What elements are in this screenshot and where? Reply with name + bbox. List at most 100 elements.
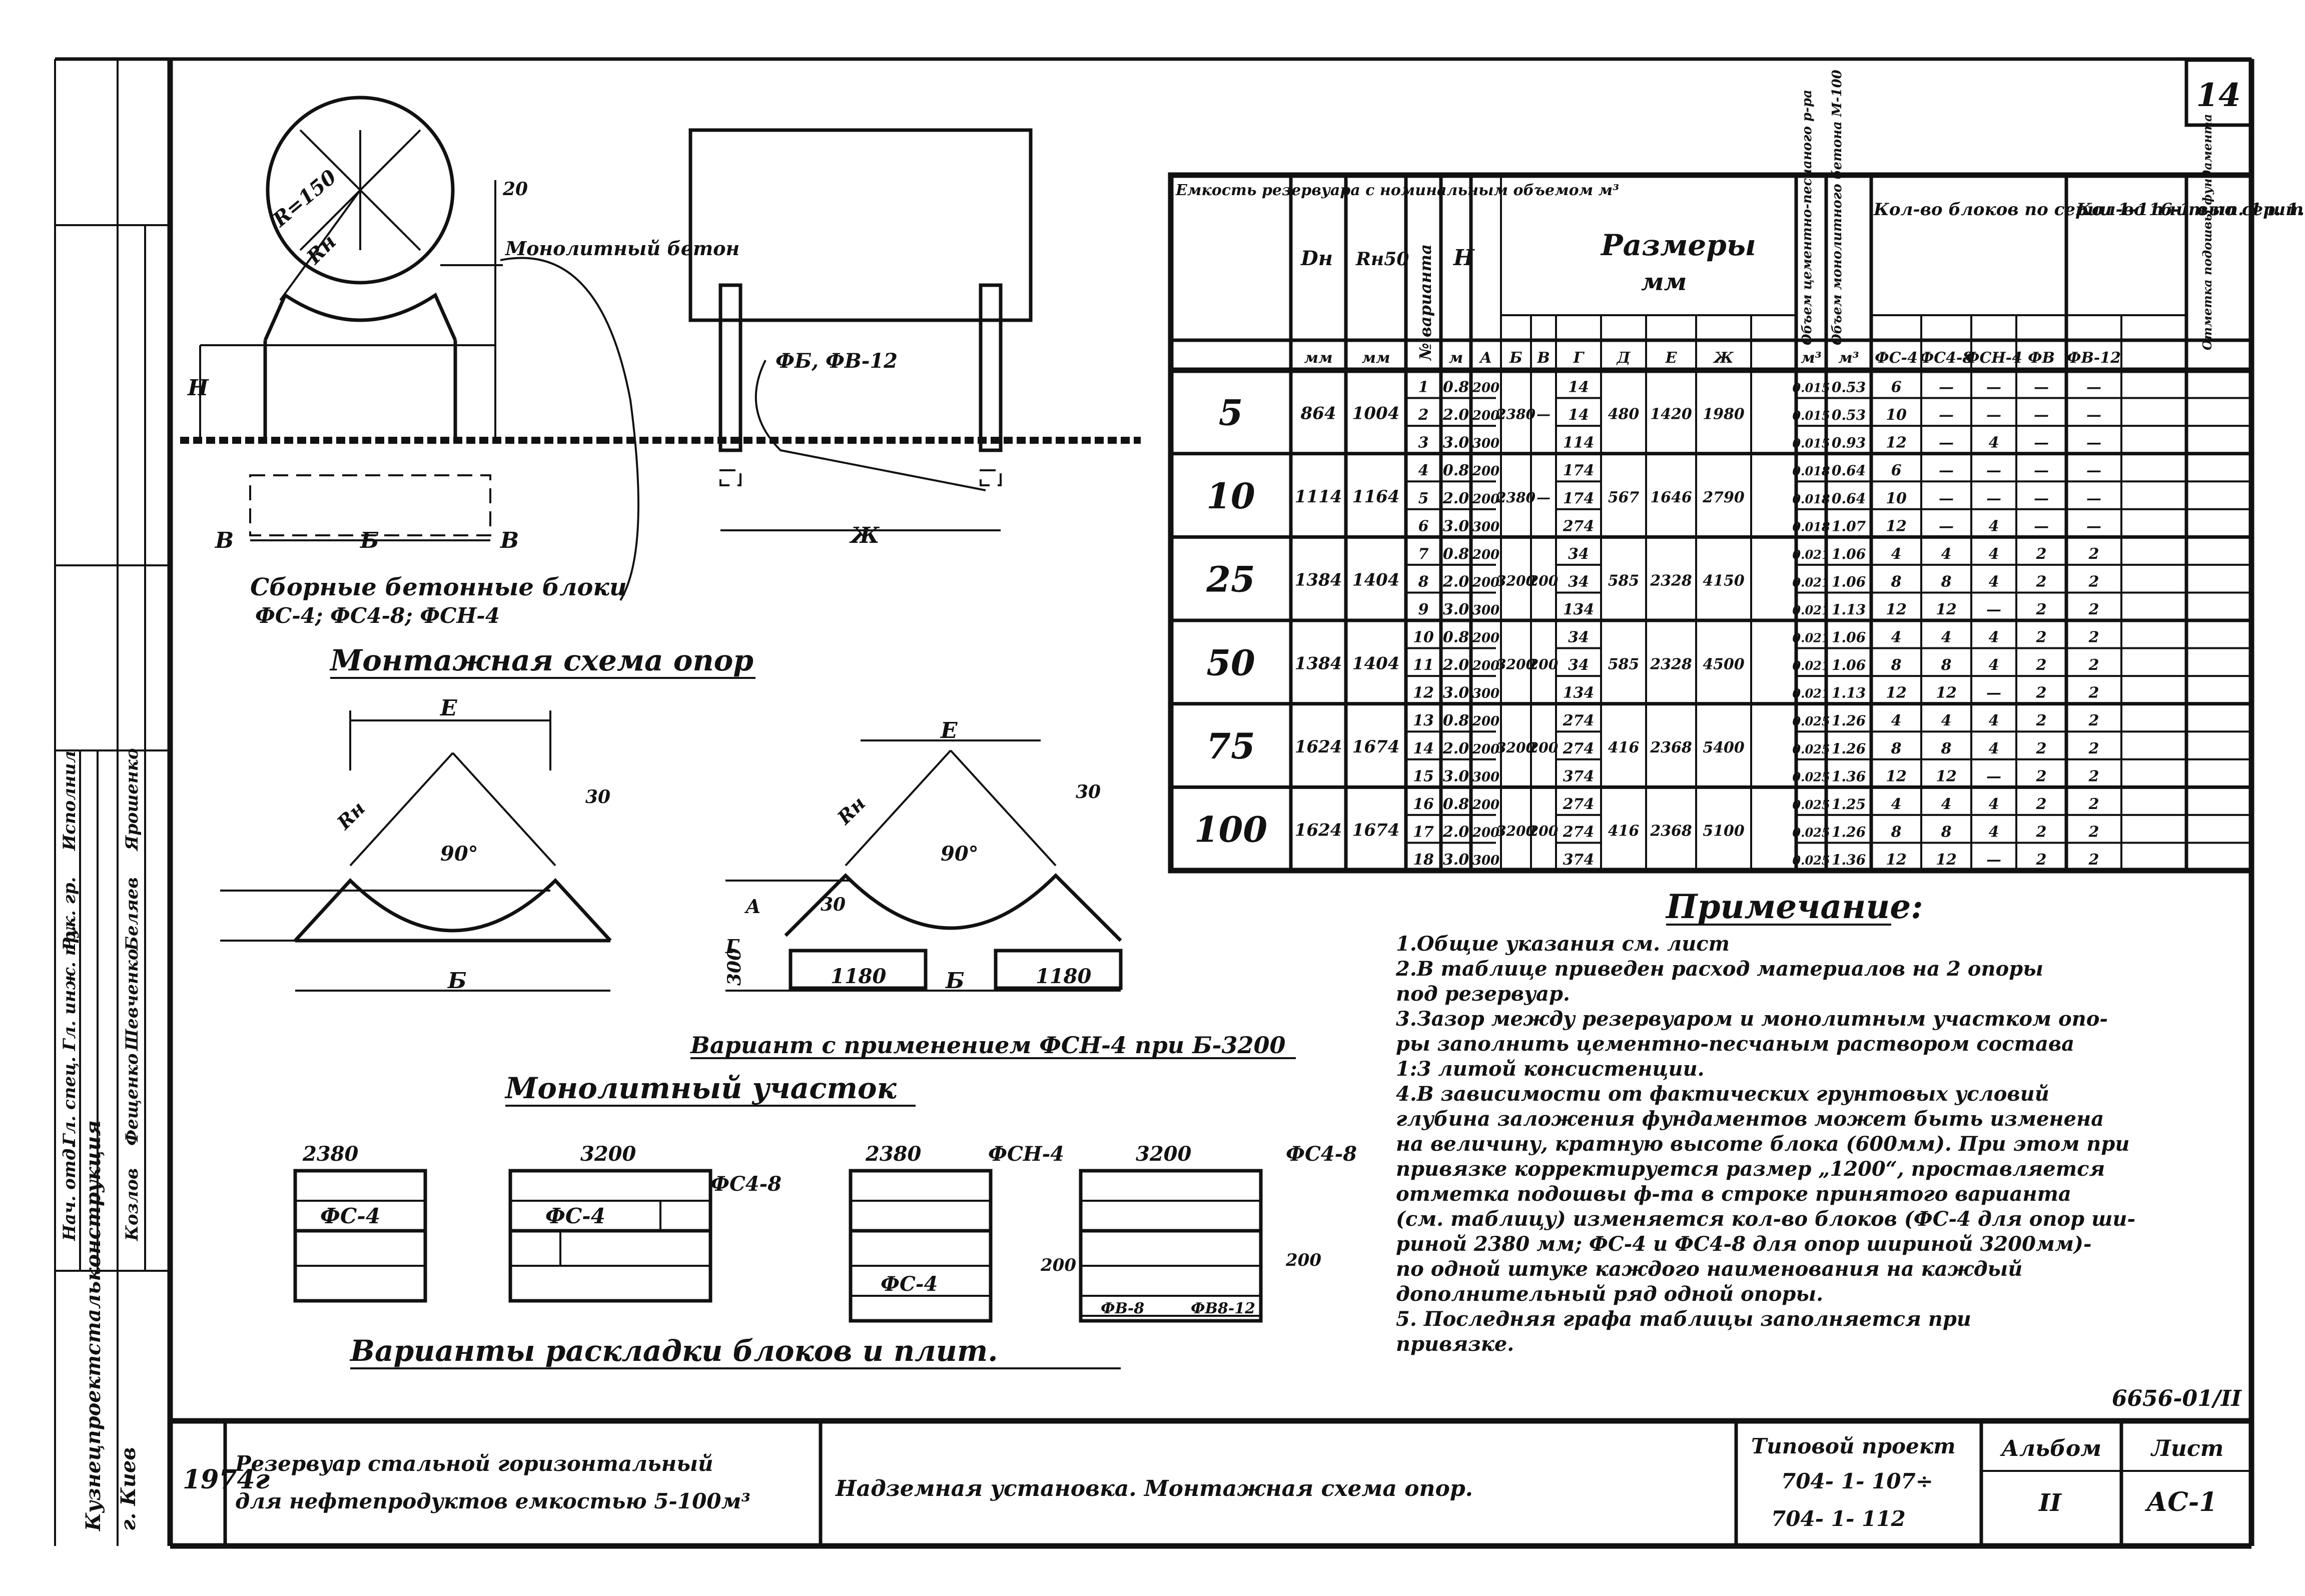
note-line: 1.Общие указания см. лист	[1396, 932, 1730, 956]
cell-fc48: 8	[1941, 656, 1952, 674]
cell-fc48: —	[1939, 379, 1954, 396]
cell-variant: 2	[1418, 406, 1429, 424]
cell-h: 3.0	[1443, 851, 1469, 869]
cell-fch4: 4	[1989, 656, 1999, 674]
label-monolith-top: Монолитный бетон	[504, 237, 739, 260]
cell-monolith: 1.13	[1832, 685, 1866, 701]
cell-fc4: 8	[1891, 656, 1902, 674]
cell-fch4: —	[1986, 490, 2001, 507]
cell-a: 200	[1472, 547, 1499, 562]
stamp-role-4: Рук. гр.	[60, 877, 80, 951]
th-variant: № варианта	[1416, 244, 1435, 361]
cell-fb12: —	[2086, 462, 2101, 479]
cell-fc48: 12	[1936, 851, 1957, 869]
cell-v: 200	[1528, 823, 1559, 840]
cell-fb: —	[2034, 379, 2049, 396]
cell-fch4: —	[1986, 851, 2001, 869]
label-300: 300	[724, 948, 745, 986]
label-b-left: В	[214, 528, 234, 553]
cell-fch4: 4	[1989, 434, 1999, 452]
cell-b: 3200	[1496, 739, 1535, 756]
cell-fb12: 2	[2088, 684, 2099, 702]
cell-fc48: —	[1939, 517, 1954, 535]
cell-fc48: —	[1939, 490, 1954, 507]
label-r150: R=150	[268, 165, 341, 232]
cell-g: 114	[1563, 434, 1595, 452]
cell-fb12: 2	[2088, 545, 2099, 563]
cell-variant: 14	[1413, 740, 1434, 757]
cell-fc48: 4	[1941, 545, 1952, 563]
note-line: на величину, кратную высоте блока (600мм…	[1396, 1132, 2129, 1156]
cell-h: 2.0	[1442, 573, 1469, 590]
cell-b: 2380	[1496, 406, 1535, 422]
label-fc48-a: ФС4-8	[710, 1172, 782, 1196]
cell-a: 200	[1472, 575, 1499, 590]
cell-concrete: 0.015	[1792, 408, 1830, 423]
cell-fb: 2	[2036, 767, 2047, 785]
materials-table: Емкость резервуара с номинальным объемом…	[1168, 70, 2305, 874]
cell-zh: 4150	[1703, 572, 1745, 590]
cell-g: 34	[1568, 629, 1589, 646]
label-e-left: Е	[439, 695, 458, 721]
sheet-code: 6656-01/II	[2112, 1386, 2242, 1411]
cell-e: 2368	[1650, 823, 1692, 840]
tb-project-num-2: 704- 1- 112	[1771, 1506, 1906, 1531]
note-line: 4.В зависимости от фактических грунтовых…	[1396, 1082, 2049, 1106]
cell-fc4: 8	[1891, 740, 1902, 757]
label-fb-slab2: ФВ8-12	[1191, 1300, 1255, 1317]
cell-fch4: —	[1986, 379, 2001, 396]
cell-e: 2328	[1650, 572, 1692, 590]
cell-concrete: 0.021	[1792, 686, 1830, 701]
cell-fb12: 2	[2088, 823, 2099, 841]
th-dn: Dн	[1300, 247, 1333, 270]
note-line: дополнительный ряд одной опоры.	[1396, 1282, 1823, 1306]
cell-fc4: 12	[1886, 684, 1907, 702]
label-e-right: Е	[940, 718, 958, 743]
cell-h: 0.8	[1443, 545, 1469, 563]
label-fc4-a: ФС-4	[320, 1204, 380, 1228]
cell-rn: 1164	[1352, 487, 1400, 507]
cell-variant: 7	[1418, 545, 1429, 563]
cell-monolith: 1.13	[1832, 601, 1866, 618]
cell-variant: 3	[1418, 434, 1429, 452]
cell-g: 374	[1563, 767, 1595, 785]
support-drawing-right: Е 90° 30 30 Rн Г А 300 1180 Б 1180	[724, 718, 1123, 994]
cell-variant: 15	[1413, 767, 1434, 785]
note-line: отметка подошвы ф-та в строке принятого …	[1396, 1182, 2071, 1206]
cell-variant: 9	[1418, 601, 1429, 618]
cell-dn: 1384	[1295, 570, 1342, 590]
table-unit-8: Е	[1665, 349, 1678, 367]
label-b-mid: Б	[359, 528, 379, 553]
page-number-box	[2184, 58, 2252, 127]
table-unit-12: ФС-4	[1875, 349, 1918, 367]
cell-concrete: 0.015	[1792, 381, 1830, 395]
cell-fc4: 4	[1891, 795, 1902, 813]
cell-h: 0.8	[1443, 629, 1469, 646]
th-h: Н	[1452, 245, 1475, 271]
label-fch4: ФСН-4	[988, 1142, 1064, 1166]
table-unit-9: Ж	[1713, 349, 1734, 367]
monolith-section-title: Монолитный участок	[504, 1071, 897, 1105]
table-unit-14: ФСН-4	[1965, 349, 2022, 367]
cell-fb: —	[2034, 490, 2049, 507]
table-unit-13: ФС4-8	[1920, 349, 1973, 367]
cell-g: 274	[1563, 517, 1595, 535]
cell-dn: 1384	[1295, 653, 1342, 673]
cell-concrete: 0.021	[1792, 603, 1830, 617]
cell-h: 0.8	[1443, 712, 1469, 729]
cell-fb: 2	[2036, 601, 2047, 618]
label-b-low-left: Б	[447, 968, 467, 994]
table-unit-0: мм	[1304, 349, 1332, 367]
cell-variant: 10	[1413, 629, 1434, 646]
cell-fb12: 2	[2088, 767, 2099, 785]
cell-fc48: 8	[1941, 740, 1952, 757]
label-b-low-right: Б	[945, 968, 965, 994]
cell-variant: 11	[1413, 656, 1434, 674]
stamp-name-2: Фещенко	[122, 1053, 142, 1146]
label-prefab: Сборные бетонные блоки	[250, 573, 627, 601]
cell-fc48: 4	[1941, 629, 1952, 646]
stamp-role-2: Гл. спец.	[60, 1057, 80, 1146]
cell-e: 2328	[1650, 655, 1692, 673]
cell-e: 2368	[1650, 739, 1692, 756]
label-angle-right: 90°	[941, 842, 979, 866]
